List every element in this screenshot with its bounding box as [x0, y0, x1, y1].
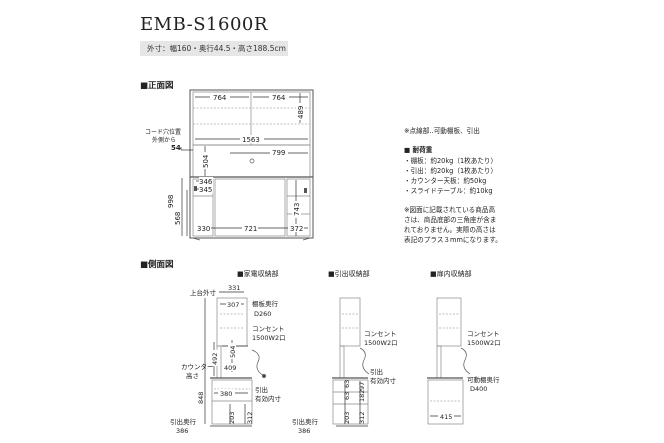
footnote-line: 表記のプラス３mmになります。 [404, 236, 502, 244]
dim-415: 415 [440, 413, 452, 421]
drawer-depth-label: 引出奥行 [292, 417, 319, 426]
load-capacity-list: ・棚板：約20kg（1枚あたり） ・引出：約20kg（1枚あたり） ・カウンター… [404, 156, 497, 196]
outlet-label: コンセント [467, 330, 500, 338]
counter-height-label: カウンター [181, 362, 214, 371]
appliance-opening [192, 144, 311, 178]
dim-799: 799 [272, 149, 285, 157]
side-door-labels: ■扉内収納部 コンセント 1500W2口 可動棚奥行 D400 415 [430, 269, 501, 421]
dim-1563: 1563 [242, 136, 260, 144]
dim-346: 346 [199, 178, 213, 186]
drawer-inner-label: 引出 [255, 385, 268, 394]
shelf-depth-value: D260 [254, 310, 271, 318]
cord-hole-label: コード穴位置 [145, 128, 181, 136]
dim-743: 743 [293, 203, 301, 216]
dim-568: 568 [174, 212, 182, 225]
side-drawer-labels: ■引出収納部 コンセント 1500W2口 引出 有効内寸 63 63 97 18… [292, 269, 398, 435]
height-footnote: ※図面に記載されている商品高 さは、商品底部の三角座が含ま れておりません。実際… [404, 205, 502, 245]
cord-hole-label: 外側から [152, 136, 176, 144]
drawer-inner-label: 有効内寸 [370, 376, 397, 385]
cord-hole-value: 54 [171, 144, 181, 152]
drawer-inner-label: 引出 [370, 367, 383, 376]
drawer-depth-value: 386 [176, 427, 188, 435]
load-capacity-title: ■ 耐荷重 [404, 146, 433, 154]
dim-97: 97 [358, 382, 366, 390]
dim-330: 330 [197, 225, 210, 233]
lower-cabinet-side [211, 379, 253, 425]
dim-998: 998 [167, 195, 175, 208]
load-item: ・引出：約20kg（1枚あたり） [404, 167, 498, 175]
dim-345: 345 [199, 186, 212, 194]
dim-764-right: 764 [272, 94, 286, 102]
model-title: EMB-S1600R [140, 14, 268, 35]
dim-489: 489 [297, 106, 305, 119]
movable-shelf-value: D400 [470, 385, 487, 393]
dim-203: 203 [228, 412, 236, 424]
side-view-heading: ■側面図 [140, 260, 174, 270]
dim-182: 182 [358, 390, 366, 402]
footnote-line: れておりません。実際の高さは [404, 226, 496, 234]
shelf-depth-label: 棚板奥行 [252, 299, 279, 308]
dim-63: 63 [343, 380, 351, 388]
dim-312: 312 [246, 412, 254, 424]
dim-380: 380 [220, 390, 232, 398]
appliance-storage-title: ■家電収納部 [237, 269, 279, 278]
outlet-spec: 1500W2口 [252, 334, 286, 342]
cabinet-outline [189, 89, 314, 239]
outlet-label: コンセント [364, 330, 397, 338]
front-view-labels: 764 764 489 1563 504 799 346 345 998 568… [145, 93, 305, 233]
dim-721: 721 [244, 225, 257, 233]
footnote-line: ※図面に記載されている商品高 [404, 206, 496, 214]
outlet-label: コンセント [252, 325, 285, 333]
dim-848: 848 [197, 392, 205, 404]
side-view-drawer [332, 297, 370, 427]
dimension-spec: 外寸：幅160・奥行44.5・高さ188.5cm [140, 41, 288, 56]
dim-203: 203 [343, 412, 351, 424]
dim-307: 307 [227, 301, 239, 309]
door-storage-title: ■扉内収納部 [430, 269, 472, 278]
load-item: ・棚板：約20kg（1枚あたり） [404, 157, 498, 165]
dim-492: 492 [211, 353, 219, 365]
dim-63: 63 [343, 392, 351, 400]
dotted-line-note: ※点線部‥可動棚板、引出 [404, 127, 480, 135]
drawer-inner-label: 有効内寸 [255, 394, 282, 403]
counter-height-label: 高さ [186, 371, 199, 380]
dim-504: 504 [229, 346, 237, 358]
front-view-heading: ■正面図 [140, 81, 174, 91]
dim-764-left: 764 [213, 94, 227, 102]
load-item: ・カウンター天板：約50kg [404, 177, 487, 185]
dim-372: 372 [290, 225, 303, 233]
outlet-spec: 1500W2口 [364, 339, 398, 347]
side-appliance-labels: ■家電収納部 上台外寸 331 307 棚板奥行 D260 コンセント 1500… [170, 269, 286, 435]
dim-312: 312 [358, 412, 366, 424]
side-view-door [427, 297, 471, 425]
drawer-depth-label: 引出奥行 [170, 417, 197, 426]
outlet-spec: 1500W2口 [467, 339, 501, 347]
drawer-depth-value: 386 [298, 427, 310, 435]
drawer-storage-title: ■引出収納部 [328, 269, 370, 278]
dim-409: 409 [224, 364, 236, 372]
movable-shelf-label: 可動棚奥行 [467, 375, 500, 384]
footnote-line: さは、商品底部の三角座が含ま [404, 216, 497, 224]
top-outer-depth-label: 上台外寸 [190, 288, 217, 297]
dim-504: 504 [202, 154, 210, 168]
load-item: ・スライドテーブル：約10kg [404, 187, 493, 195]
dim-331: 331 [228, 284, 240, 292]
